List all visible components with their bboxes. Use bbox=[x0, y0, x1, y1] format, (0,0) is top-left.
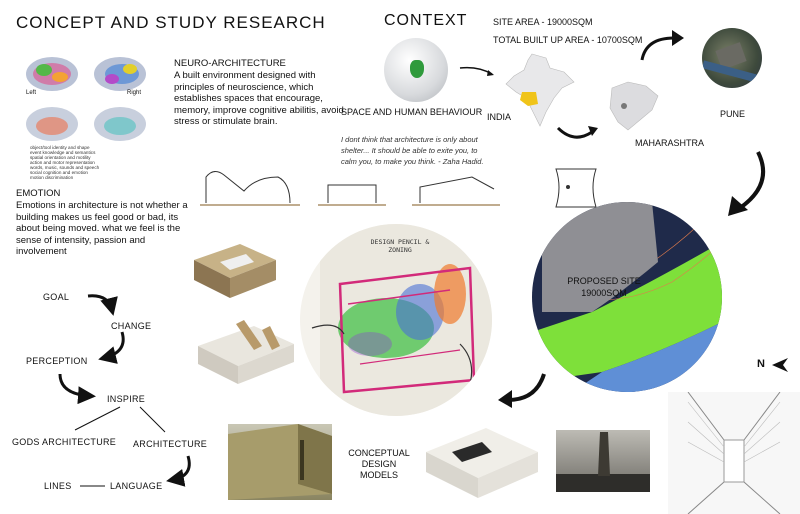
flow-perception: PERCEPTION bbox=[26, 356, 88, 366]
conceptual-models-label: CONCEPTUAL DESIGN MODELS bbox=[348, 448, 410, 480]
brain-legend: object/tool identity and shape event kno… bbox=[30, 145, 157, 180]
brain-label-left: Left bbox=[26, 90, 37, 96]
brain-legend-item: action and motor representation bbox=[30, 160, 95, 165]
zaha-hadid-quote: I dont think that architecture is only a… bbox=[341, 135, 484, 166]
arrow-india-to-maharashtra bbox=[556, 126, 598, 139]
model-photo-gold bbox=[228, 424, 332, 500]
proposed-site-area: 19000SQM bbox=[581, 288, 627, 298]
flow-goal: GOAL bbox=[43, 292, 70, 302]
emotion-heading: EMOTION bbox=[16, 188, 61, 199]
brain-legend-item: object/tool identity and shape bbox=[30, 145, 90, 150]
label-maharashtra: MAHARASHTRA bbox=[635, 138, 705, 148]
section-title-concept: CONCEPT AND STUDY RESEARCH bbox=[16, 13, 326, 32]
brain-legend-item: event knowledge and semantics bbox=[30, 150, 96, 155]
section-sketches bbox=[200, 168, 597, 208]
proposed-site-map: PROPOSED SITE 19000SQM bbox=[532, 202, 722, 392]
brain-legend-item: words, music, sounds and speech bbox=[30, 165, 100, 170]
flow-architecture: ARCHITECTURE bbox=[133, 439, 208, 449]
flow-inspire: INSPIRE bbox=[107, 394, 146, 404]
zoning-sketch-title: DESIGN PENCIL & ZONING bbox=[370, 238, 430, 254]
brain-legend-item: motion discrimination bbox=[30, 175, 74, 180]
arrow-to-site bbox=[728, 151, 766, 216]
flow-lines: LINES bbox=[44, 481, 72, 491]
brain-diagram: Left Right object/tool identity and shap… bbox=[22, 52, 157, 180]
north-label: N bbox=[757, 358, 765, 370]
space-human-behaviour: SPACE AND HUMAN BEHAVIOUR bbox=[341, 107, 483, 117]
india-map bbox=[505, 53, 575, 127]
pune-aerial-image bbox=[702, 28, 762, 88]
arrow-to-pune bbox=[640, 30, 684, 61]
flow-language: LANGUAGE bbox=[110, 481, 163, 491]
brain-legend-item: spatial orientation and motility bbox=[30, 155, 91, 160]
maharashtra-map bbox=[609, 81, 659, 131]
corridor-sketch bbox=[668, 392, 800, 514]
photo-monolith bbox=[556, 430, 650, 492]
arrow-globe-to-india bbox=[459, 66, 494, 76]
arrow-site-to-sketch bbox=[498, 373, 546, 408]
model-3 bbox=[422, 422, 540, 502]
model-1 bbox=[190, 240, 278, 300]
section-title-context: CONTEXT bbox=[384, 12, 468, 29]
flow-arrows bbox=[58, 294, 191, 487]
neuro-body: A built environment designed with princi… bbox=[174, 70, 344, 127]
brain-label-right: Right bbox=[127, 90, 142, 96]
india-on-globe bbox=[410, 60, 424, 78]
model-2 bbox=[196, 316, 296, 386]
brain-legend-item: social cognition and emotion bbox=[30, 170, 88, 175]
zoning-sketch: DESIGN PENCIL & ZONING bbox=[300, 224, 492, 416]
flow-gods-architecture: GODS ARCHITECTURE bbox=[12, 437, 117, 447]
label-india: INDIA bbox=[487, 112, 512, 122]
site-area: SITE AREA - 19000SQM bbox=[493, 17, 593, 27]
emotion-body: Emotions in architecture is not whether … bbox=[16, 200, 188, 257]
north-arrow-icon bbox=[772, 358, 788, 372]
proposed-site-label: PROPOSED SITE bbox=[567, 276, 641, 286]
globe-image bbox=[384, 38, 448, 102]
total-built-up-area: TOTAL BUILT UP AREA - 10700SQM bbox=[493, 35, 643, 45]
label-pune: PUNE bbox=[720, 109, 746, 119]
flow-change: CHANGE bbox=[111, 321, 152, 331]
neuro-heading: NEURO-ARCHITECTURE bbox=[174, 58, 286, 69]
